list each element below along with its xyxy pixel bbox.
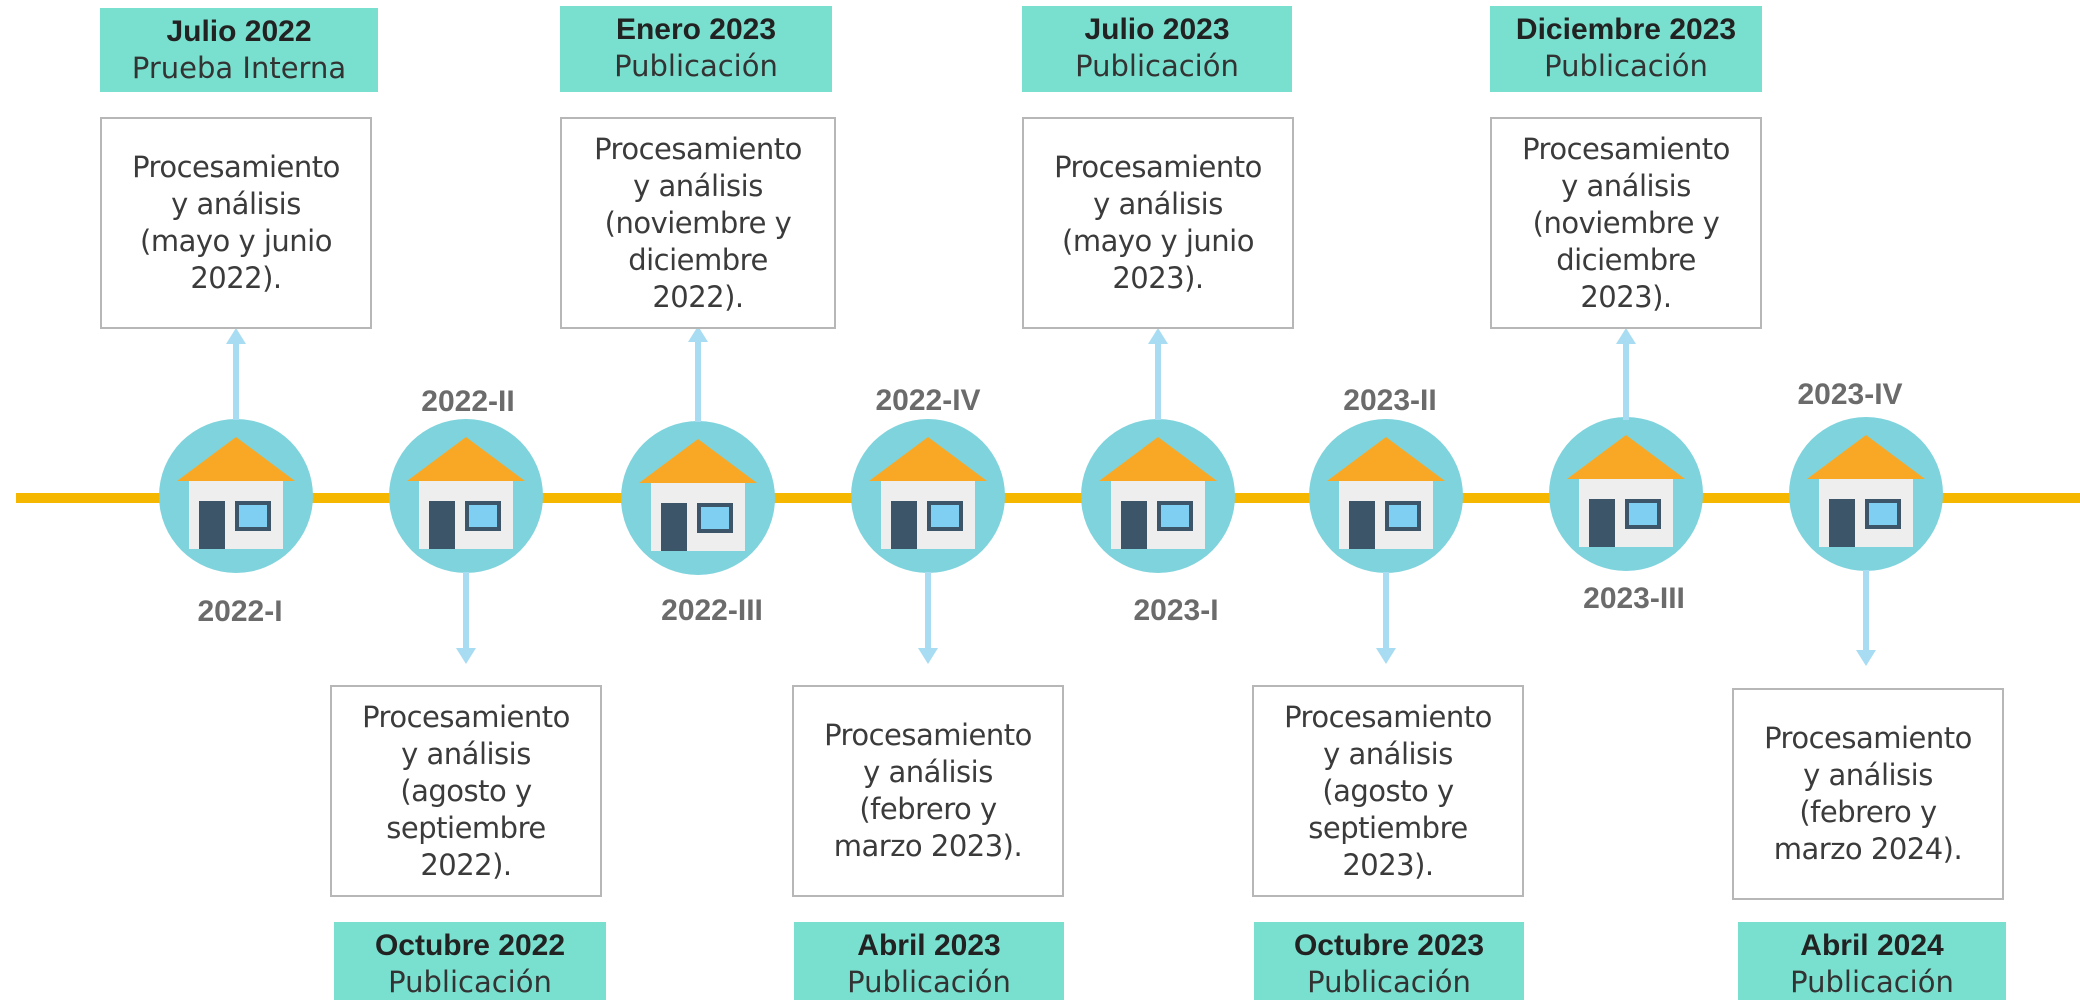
period-label-2023-iii: 2023-III — [1583, 582, 1685, 615]
connector-line — [233, 342, 239, 420]
processing-text: Procesamiento y análisis (febrero y marz… — [824, 718, 1032, 863]
processing-box: Procesamiento y análisis (mayo y junio 2… — [1022, 117, 1294, 329]
publication-subtitle: Publicación — [847, 965, 1011, 999]
arrow-up-icon — [226, 328, 246, 344]
house-icon — [177, 437, 295, 549]
processing-box: Procesamiento y análisis (febrero y marz… — [792, 685, 1064, 897]
timeline-line — [16, 493, 2080, 503]
period-label-2022-iv: 2022-IV — [875, 384, 981, 417]
processing-text: Procesamiento y análisis (noviembre y di… — [1522, 131, 1730, 314]
publication-subtitle: Prueba Interna — [131, 51, 347, 85]
processing-box: Procesamiento y análisis (mayo y junio 2… — [100, 117, 372, 329]
processing-text: Procesamiento y análisis (mayo y junio 2… — [1054, 150, 1262, 295]
processing-text: Procesamiento y análisis (agosto y septi… — [362, 699, 570, 882]
processing-box: Procesamiento y análisis (noviembre y di… — [1490, 117, 1762, 329]
period-label-2022-iii: 2022-III — [661, 594, 763, 627]
publication-subtitle: Publicación — [1544, 49, 1708, 83]
publication-label: Julio 2022 Prueba Interna — [100, 8, 378, 92]
processing-text: Procesamiento y análisis (febrero y marz… — [1764, 721, 1972, 866]
publication-title: Diciembre 2023 — [1515, 13, 1737, 46]
arrow-down-icon — [918, 648, 938, 664]
processing-text: Procesamiento y análisis (mayo y junio 2… — [132, 150, 340, 295]
publication-subtitle: Publicación — [614, 49, 778, 83]
period-label-2023-i: 2023-I — [1133, 594, 1219, 627]
processing-text: Procesamiento y análisis (noviembre y di… — [594, 131, 802, 314]
publication-label: Enero 2023 Publicación — [560, 6, 832, 92]
house-icon — [1807, 435, 1925, 547]
connector-line — [925, 572, 931, 650]
house-icon — [1327, 437, 1445, 549]
publication-title: Abril 2024 — [1800, 929, 1944, 962]
publication-label: Diciembre 2023 Publicación — [1490, 6, 1762, 92]
publication-title: Octubre 2023 — [1293, 929, 1485, 962]
publication-label: Julio 2023 Publicación — [1022, 6, 1292, 92]
arrow-up-icon — [688, 326, 708, 342]
arrow-up-icon — [1616, 328, 1636, 344]
publication-label: Abril 2023 Publicación — [794, 922, 1064, 1000]
publication-title: Abril 2023 — [857, 929, 1001, 962]
arrow-down-icon — [1376, 648, 1396, 664]
publication-label: Octubre 2022 Publicación — [334, 922, 606, 1000]
arrow-down-icon — [456, 648, 476, 664]
connector-line — [1383, 572, 1389, 650]
period-label-2022-i: 2022-I — [197, 595, 283, 628]
connector-line — [1623, 342, 1629, 420]
processing-text: Procesamiento y análisis (agosto y septi… — [1284, 699, 1492, 882]
publication-title: Enero 2023 — [615, 13, 777, 46]
house-icon — [1099, 437, 1217, 549]
house-icon — [1567, 435, 1685, 547]
period-label-2023-ii: 2023-II — [1343, 384, 1437, 417]
period-label-2023-iv: 2023-IV — [1797, 378, 1903, 411]
arrow-up-icon — [1148, 328, 1168, 344]
publication-label: Abril 2024 Publicación — [1738, 922, 2006, 1000]
publication-title: Octubre 2022 — [374, 929, 566, 962]
connector-line — [1155, 342, 1161, 420]
connector-line — [1863, 570, 1869, 652]
publication-subtitle: Publicación — [388, 965, 552, 999]
processing-box: Procesamiento y análisis (agosto y septi… — [1252, 685, 1524, 897]
publication-title: Julio 2023 — [1084, 13, 1230, 46]
connector-line — [695, 340, 701, 422]
processing-box: Procesamiento y análisis (noviembre y di… — [560, 117, 836, 329]
house-icon — [869, 437, 987, 549]
house-icon — [407, 437, 525, 549]
publication-title: Julio 2022 — [166, 15, 312, 48]
period-label-2022-ii: 2022-II — [421, 385, 515, 418]
processing-box: Procesamiento y análisis (agosto y septi… — [330, 685, 602, 897]
arrow-down-icon — [1856, 650, 1876, 666]
publication-subtitle: Publicación — [1075, 49, 1239, 83]
publication-subtitle: Publicación — [1307, 965, 1471, 999]
house-icon — [639, 439, 757, 551]
publication-label: Octubre 2023 Publicación — [1254, 922, 1524, 1000]
connector-line — [463, 572, 469, 650]
publication-subtitle: Publicación — [1790, 965, 1954, 999]
processing-box: Procesamiento y análisis (febrero y marz… — [1732, 688, 2004, 900]
